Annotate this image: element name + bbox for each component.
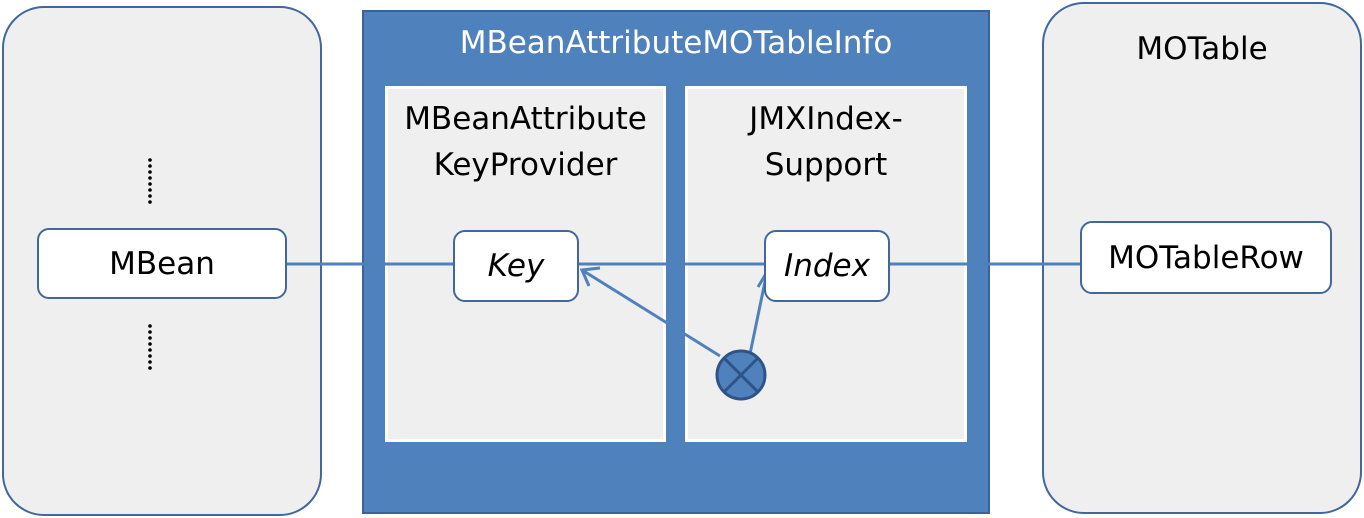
key-provider-title: MBeanAttribute KeyProvider bbox=[404, 101, 647, 183]
motable-title: MOTable bbox=[1136, 31, 1268, 67]
key-node: Key bbox=[453, 230, 579, 302]
center-panel-title: MBeanAttributeMOTableInfo bbox=[459, 25, 893, 61]
index-support-title: JMXIndex- Support bbox=[749, 101, 903, 183]
upper-ellipsis-icon bbox=[148, 158, 152, 204]
index-node: Index bbox=[764, 230, 890, 302]
key-arrowhead bbox=[579, 266, 601, 287]
lower-ellipsis-icon bbox=[148, 324, 152, 370]
mbean-node: MBean bbox=[37, 228, 287, 299]
motable-row-node: MOTableRow bbox=[1080, 221, 1332, 294]
circle-cross-icon bbox=[715, 349, 767, 401]
junction-to-key-arrow bbox=[581, 268, 721, 358]
